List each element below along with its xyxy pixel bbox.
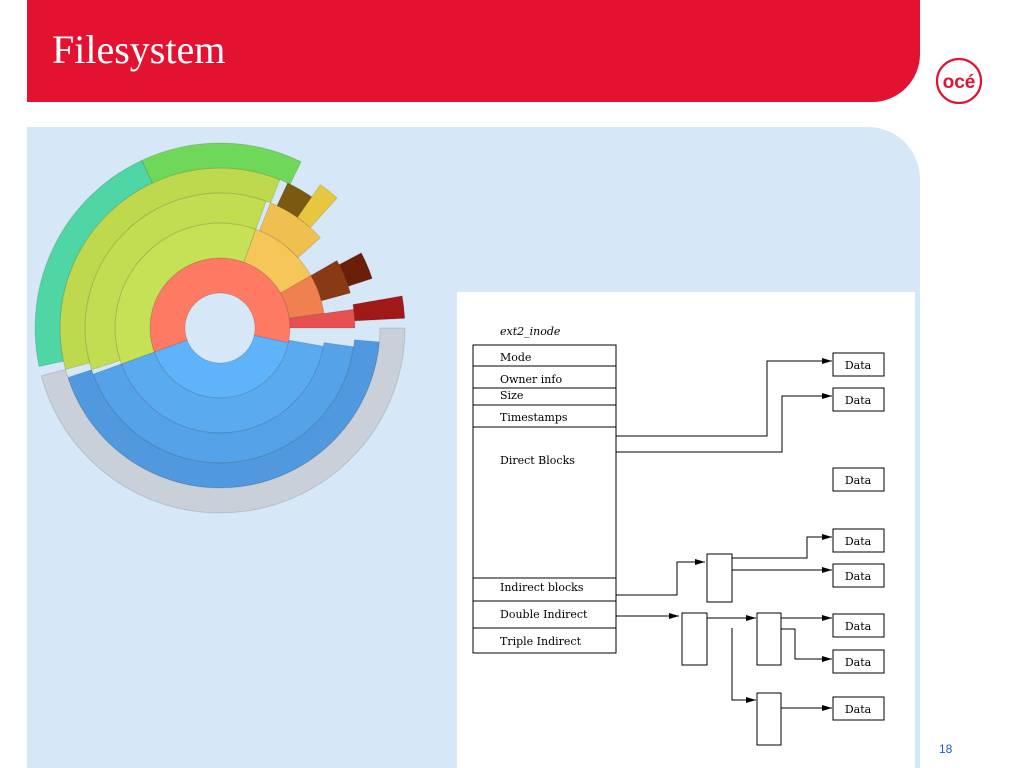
page-number: 18 xyxy=(939,742,953,756)
field-direct-blocks: Direct Blocks xyxy=(500,454,575,467)
inode-table xyxy=(472,344,617,654)
sunburst-segment-grey xyxy=(40,327,406,514)
sunburst-segment-red xyxy=(149,257,291,353)
data-block xyxy=(832,696,885,721)
field-timestamps: Timestamps xyxy=(500,411,568,424)
double-indirect-child-block xyxy=(756,612,782,666)
inode-diagram: ext2_inode Mode Owner info Size Timestam… xyxy=(472,325,885,746)
data-block xyxy=(832,467,885,492)
sunburst-segment-green xyxy=(114,222,257,365)
sunburst-segment-brown xyxy=(276,182,313,219)
data-block xyxy=(832,387,885,412)
triple-indirect-child-block xyxy=(756,692,782,746)
field-mode: Mode xyxy=(500,351,531,364)
data-block xyxy=(832,613,885,638)
sunburst-segment-brown xyxy=(338,252,373,287)
data-block xyxy=(832,528,885,553)
field-size: Size xyxy=(500,389,523,402)
sunburst-segment-red xyxy=(288,308,356,329)
field-triple-indirect: Triple Indirect xyxy=(500,635,582,648)
data-label: Data xyxy=(845,359,872,372)
sunburst-segment-brown xyxy=(310,259,352,302)
title-bar xyxy=(27,0,920,102)
data-label: Data xyxy=(845,570,872,583)
data-label: Data xyxy=(845,620,872,633)
data-label: Data xyxy=(845,656,872,669)
oce-logo: océ xyxy=(935,58,983,104)
data-label: Data xyxy=(845,474,872,487)
sunburst-segment-lightgreen xyxy=(141,142,302,185)
data-label: Data xyxy=(845,703,872,716)
slide-title: Filesystem xyxy=(52,27,226,72)
field-indirect-blocks: Indirect blocks xyxy=(500,581,584,594)
sunburst-segment-gold xyxy=(296,183,338,229)
data-block xyxy=(832,649,885,674)
data-label: Data xyxy=(845,394,872,407)
indirect-block xyxy=(706,553,733,603)
field-owner-info: Owner info xyxy=(500,373,562,386)
double-indirect-block xyxy=(681,612,708,666)
sunburst-segment-blue xyxy=(153,334,290,399)
struct-label: ext2_inode xyxy=(500,325,561,338)
logo-text: océ xyxy=(943,72,976,93)
field-double-indirect: Double Indirect xyxy=(500,608,588,621)
sunburst-segment-green xyxy=(59,167,281,371)
data-block xyxy=(832,563,885,588)
sunburst-segment-gold xyxy=(258,202,322,259)
sunburst-segment-darkred xyxy=(352,295,406,322)
data-block xyxy=(832,352,885,377)
inode-diagram-card: ext2_inode Mode Owner info Size Timestam… xyxy=(457,292,915,768)
data-label: Data xyxy=(845,535,872,548)
